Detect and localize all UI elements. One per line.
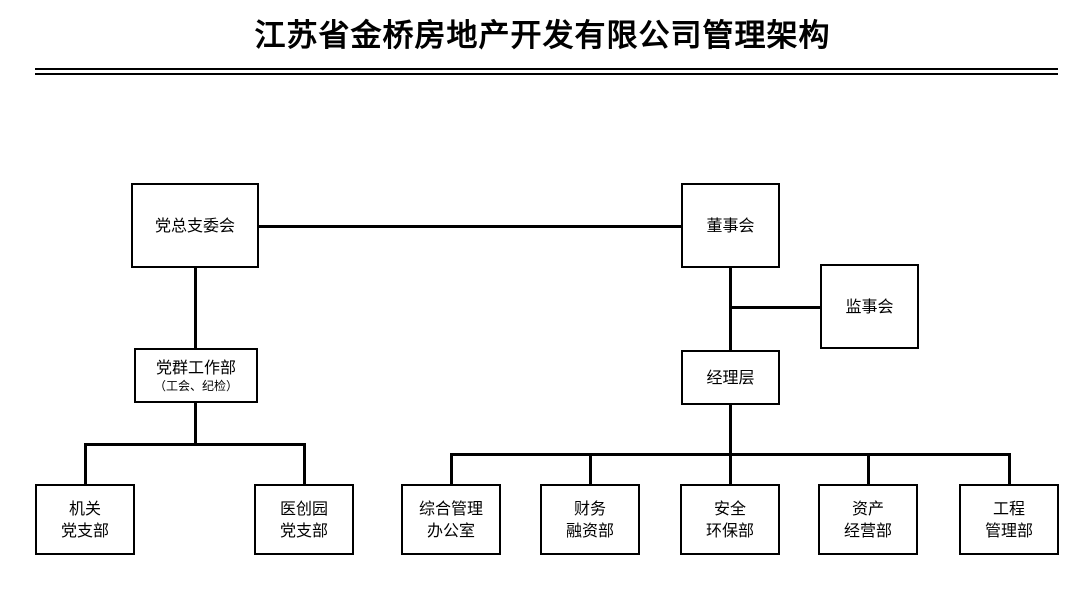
node-label-line1: 安全 [713, 498, 746, 518]
node-party-work-dept[interactable]: 党群工作部 （工会、纪检） [134, 348, 258, 403]
node-label-line1: 医创园 [279, 498, 328, 518]
drop-finance [589, 453, 592, 485]
title-divider-line-upper [35, 68, 1058, 70]
drop-safety-env [729, 453, 732, 485]
drop-general-admin [450, 453, 453, 485]
node-label: 经理层 [706, 367, 755, 387]
edge-board-to-supervisory [729, 306, 822, 309]
drop-asset-ops [867, 453, 870, 485]
title-divider-line-lower [35, 73, 1058, 75]
node-label-line2: 融资部 [565, 520, 614, 540]
edge-party-work-dept-down [194, 401, 197, 446]
node-general-admin-office[interactable]: 综合管理 办公室 [401, 484, 501, 555]
node-yichuangyuan-party-branch[interactable]: 医创园 党支部 [254, 484, 354, 555]
node-organ-party-branch[interactable]: 机关 党支部 [35, 484, 135, 555]
node-engineering-dept[interactable]: 工程 管理部 [959, 484, 1059, 555]
page-title: 江苏省金桥房地产开发有限公司管理架构 [254, 18, 831, 54]
node-label: 党总支委会 [154, 215, 235, 235]
node-label-line2: 管理部 [984, 520, 1033, 540]
node-label-line2: 党支部 [60, 520, 109, 540]
bus-party-branch [84, 443, 306, 446]
node-label: 董事会 [706, 215, 755, 235]
edge-party-committee-to-board [257, 225, 683, 228]
node-label-line2: 党支部 [279, 520, 328, 540]
node-board[interactable]: 董事会 [681, 183, 780, 268]
edge-party-committee-down [194, 267, 197, 349]
node-label-line2: 经营部 [843, 520, 892, 540]
node-safety-env-dept[interactable]: 安全 环保部 [680, 484, 780, 555]
node-finance-dept[interactable]: 财务 融资部 [540, 484, 640, 555]
node-supervisory-board[interactable]: 监事会 [820, 264, 919, 349]
node-label-line1: 资产 [851, 498, 884, 518]
node-label-line1: 工程 [992, 498, 1025, 518]
drop-engineering [1008, 453, 1011, 485]
drop-organ-branch [84, 443, 87, 485]
node-sublabel: （工会、纪检） [153, 378, 238, 393]
node-asset-ops-dept[interactable]: 资产 经营部 [818, 484, 918, 555]
node-label-line1: 综合管理 [418, 498, 483, 518]
node-label: 党群工作部 [155, 357, 236, 377]
node-party-committee[interactable]: 党总支委会 [131, 183, 259, 268]
node-label-line1: 机关 [68, 498, 101, 518]
node-label: 监事会 [845, 296, 894, 316]
node-label-line2: 环保部 [705, 520, 754, 540]
node-label-line1: 财务 [573, 498, 606, 518]
drop-yichuangyuan-branch [303, 443, 306, 485]
edge-management-down [729, 403, 732, 456]
node-management-layer[interactable]: 经理层 [681, 350, 780, 405]
node-label-line2: 办公室 [426, 520, 475, 540]
